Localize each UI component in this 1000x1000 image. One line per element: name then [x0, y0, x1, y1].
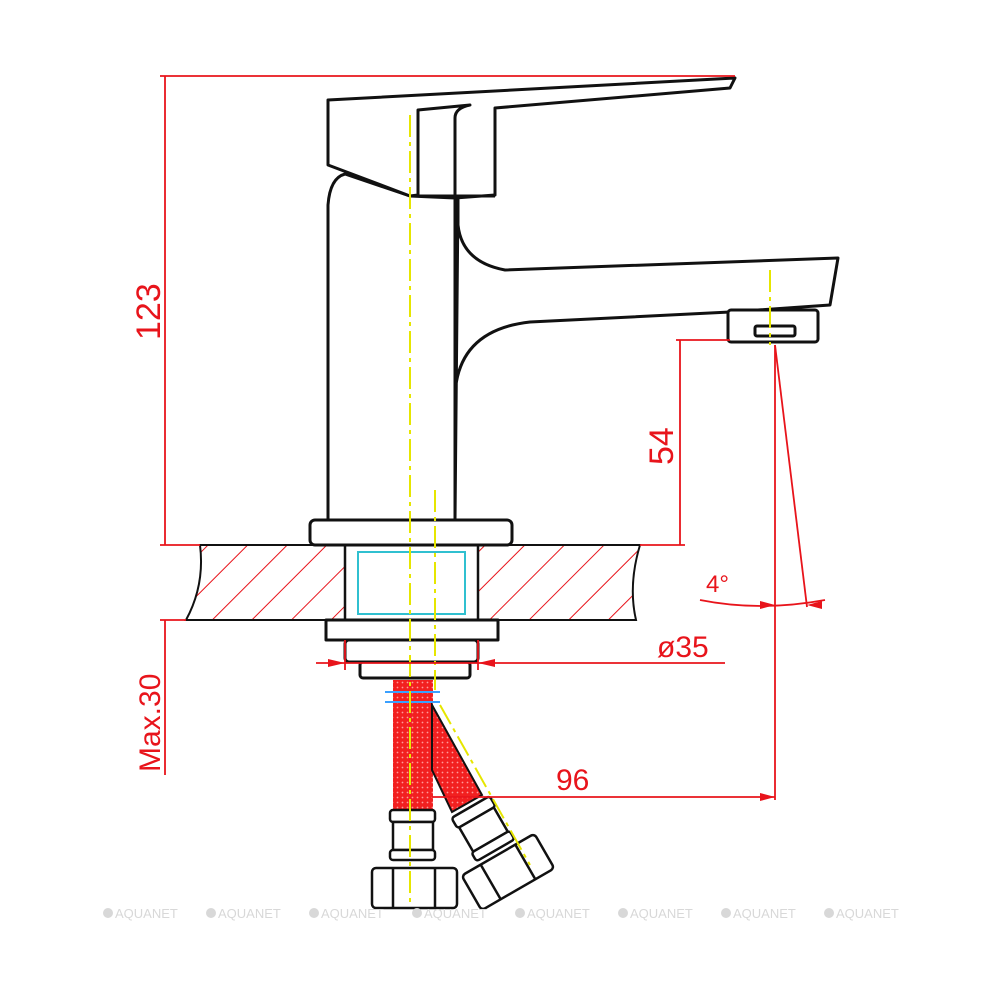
spout — [453, 196, 840, 522]
watermark-text: AQUANET — [630, 906, 693, 921]
watermark-text: AQUANET — [527, 906, 590, 921]
watermark-text: AQUANET — [424, 906, 487, 921]
dim-total-height: 123 — [130, 283, 168, 340]
watermark-logo-icon — [309, 908, 319, 918]
countertop — [184, 543, 642, 622]
hose-nut-straight — [370, 866, 459, 910]
dim-spout-reach: 96 — [556, 764, 589, 797]
washer — [324, 618, 500, 642]
dimension-lines — [160, 75, 826, 800]
flexible-hoses — [370, 680, 555, 911]
watermark-text: AQUANET — [115, 906, 178, 921]
lock-nut — [343, 638, 480, 664]
hose-nut-angled — [461, 833, 555, 911]
hose-angled — [431, 701, 484, 814]
watermark-logo-icon — [103, 908, 113, 918]
dim-base-diameter: ø35 — [657, 631, 709, 664]
hose-straight — [393, 680, 433, 810]
centerlines — [409, 115, 771, 905]
watermark-text: AQUANET — [321, 906, 384, 921]
watermark-row: AQUANET AQUANET AQUANET AQUANET AQUANET AQUAN… — [103, 906, 899, 921]
watermark-text: AQUANET — [733, 906, 796, 921]
watermark-logo-icon — [721, 908, 731, 918]
watermark-logo-icon — [618, 908, 628, 918]
dimension-arrows — [328, 601, 822, 801]
lever-handle — [326, 76, 737, 200]
watermark-logo-icon — [515, 908, 525, 918]
dim-max-thickness: Max.30 — [134, 674, 167, 772]
dim-spout-height: 54 — [643, 427, 681, 465]
watermark-logo-icon — [824, 908, 834, 918]
watermark-logo-icon — [206, 908, 216, 918]
watermark-text: AQUANET — [218, 906, 281, 921]
watermark-logo-icon — [412, 908, 422, 918]
watermark-text: AQUANET — [836, 906, 899, 921]
dim-spout-angle: 4° — [706, 571, 729, 598]
